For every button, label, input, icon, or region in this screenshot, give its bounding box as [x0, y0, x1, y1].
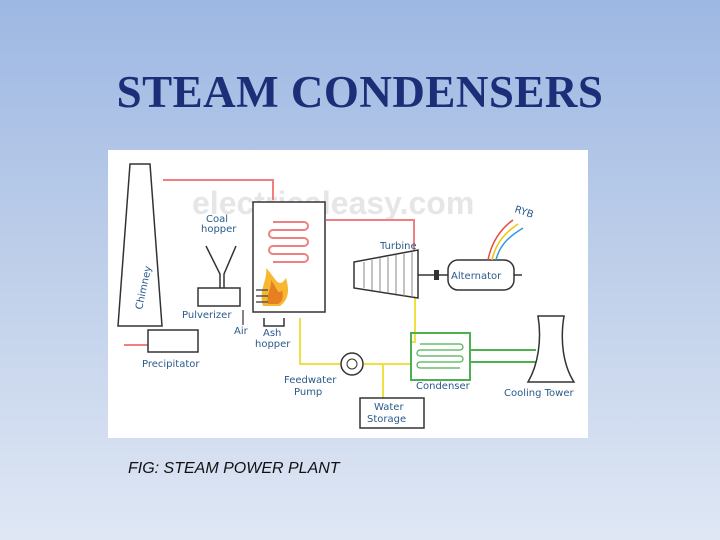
ryb-label: RYB: [513, 204, 535, 220]
water-pipes: [299, 295, 416, 398]
condenser-label: Condenser: [416, 381, 471, 392]
diagram-canvas: electricaleasy.com Chimney Precipitator …: [117, 163, 576, 429]
precipitator-label: Precipitator: [142, 359, 200, 370]
water-storage-label-2: Storage: [367, 414, 406, 425]
figure-caption: FIG: STEAM POWER PLANT: [128, 460, 340, 477]
coal-hopper-label-1: Coal: [206, 214, 228, 225]
shaft-coupling: [434, 270, 439, 280]
furnace-flames: [256, 268, 288, 306]
coal-hopper-label-2: hopper: [201, 224, 237, 235]
water-storage-label-1: Water: [374, 402, 404, 413]
turbine-blades: [363, 252, 413, 297]
condenser-box: [410, 332, 471, 381]
ryb-cables: [487, 219, 524, 261]
cooling-pipes: [410, 332, 536, 381]
feedwater-pump-label-2: Pump: [294, 387, 322, 398]
water-storage-box: [359, 397, 425, 429]
ash-hopper-shape: [263, 318, 285, 327]
air-label: Air: [234, 326, 249, 337]
cooling-tower-label: Cooling Tower: [504, 388, 574, 399]
ash-hopper-label-2: hopper: [255, 339, 291, 350]
pulverizer-box: [197, 287, 241, 307]
alternator-label: Alternator: [451, 271, 502, 282]
flue-pipe-top: [163, 179, 274, 200]
pulverizer-label: Pulverizer: [182, 310, 232, 321]
turbine-shape: [353, 249, 419, 299]
chimney-shape: [117, 163, 163, 327]
ash-hopper-label-1: Ash: [263, 328, 281, 339]
feedwater-pump-label-1: Feedwater: [284, 375, 337, 386]
slide-title: STEAM CONDENSERS: [116, 67, 604, 117]
turbine-label: Turbine: [379, 241, 417, 252]
steam-power-plant-diagram: electricaleasy.com Chimney Precipitator …: [108, 150, 588, 438]
feedwater-pump-impeller: [346, 358, 358, 370]
water-pipe-turbine-condenser: [411, 295, 416, 343]
precipitator-box: [147, 329, 199, 353]
feedwater-pump-shape: [340, 352, 364, 376]
watermark-text: electricaleasy.com: [192, 185, 474, 221]
cooling-tower-shape: [526, 315, 576, 383]
condenser-coils: [416, 343, 464, 369]
coal-hopper-shape: [205, 245, 237, 288]
water-pipe-boiler-feed: [299, 318, 340, 365]
steam-pipe-to-turbine: [326, 219, 415, 262]
steam-pipes: [124, 179, 415, 346]
boiler-coils: [268, 221, 309, 263]
